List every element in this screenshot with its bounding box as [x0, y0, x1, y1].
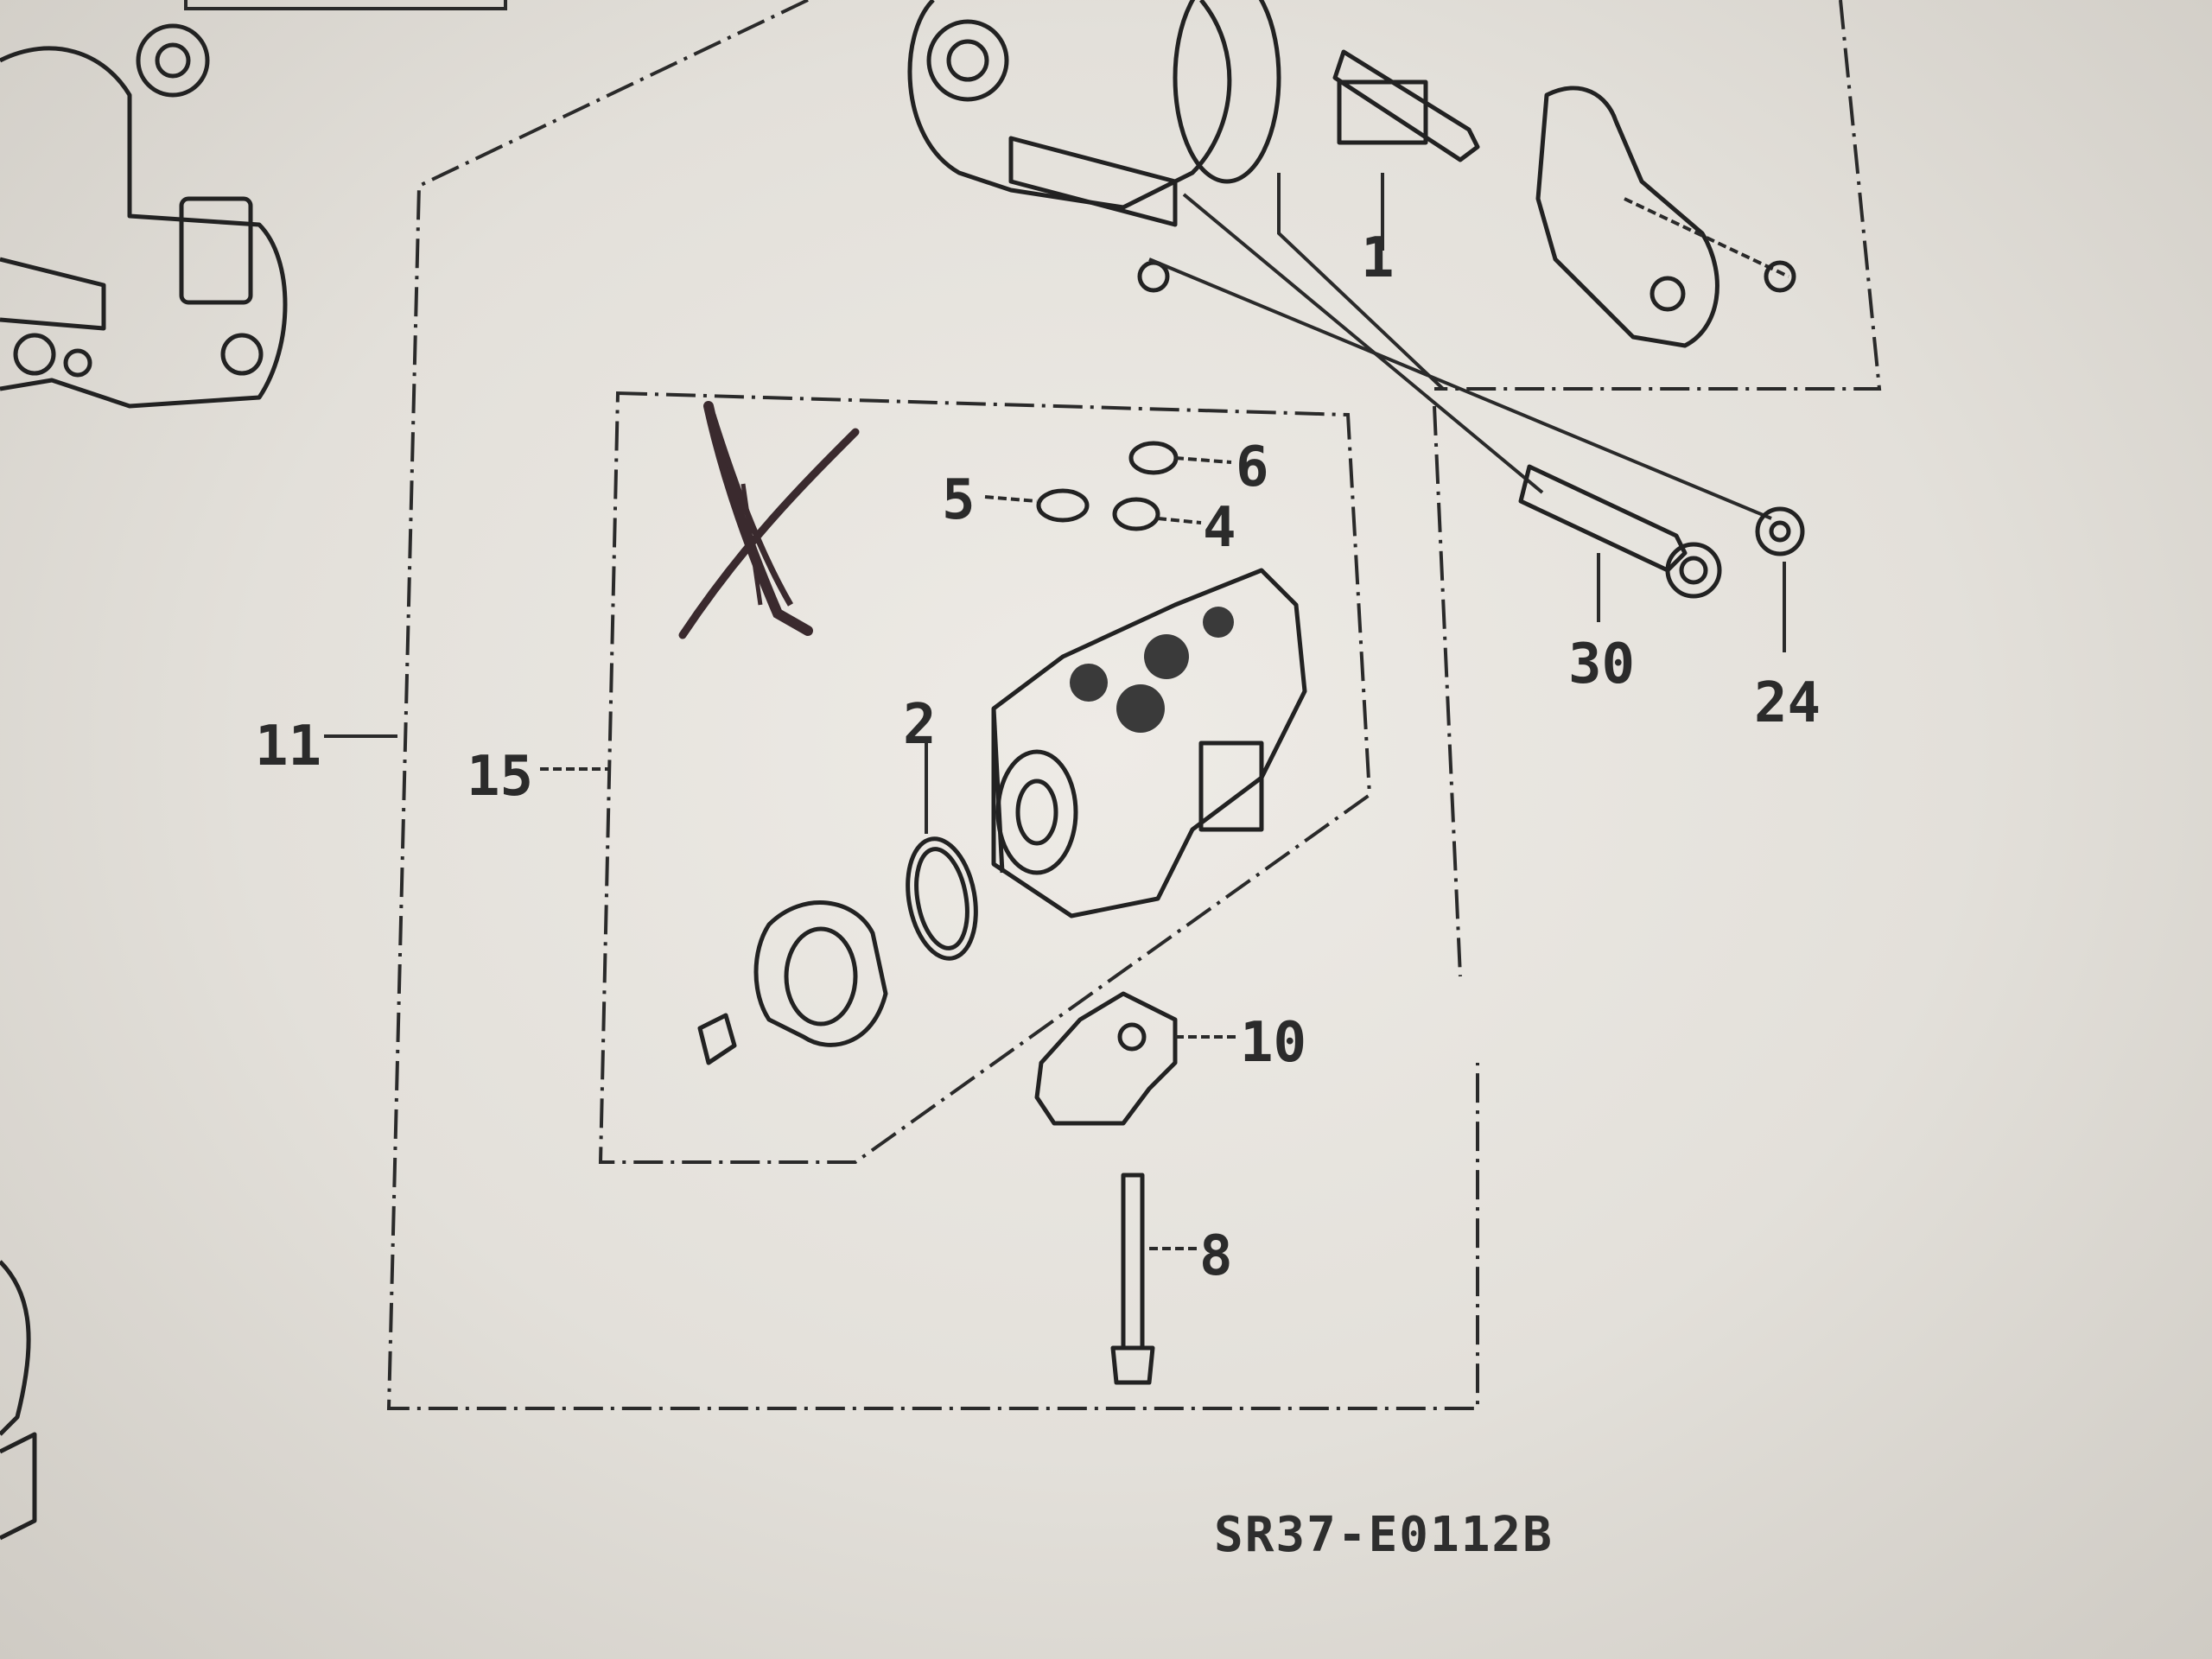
callout-4: 4	[1203, 496, 1236, 560]
valve-body	[991, 568, 1307, 918]
callout-24: 24	[1754, 671, 1821, 735]
leader-line-24	[1148, 257, 1772, 520]
throttle-body-top	[907, 0, 1281, 293]
ink-cross-out-mark	[678, 401, 860, 639]
leader-line-30	[1182, 193, 1544, 494]
o-ring-2	[906, 743, 978, 961]
upper-right-boundary	[1434, 0, 1882, 391]
assembly-boundary-11	[386, 0, 1479, 1410]
callout-30: 30	[1568, 632, 1635, 696]
callout-8: 8	[1199, 1224, 1233, 1288]
callout-15: 15	[467, 745, 533, 809]
small-screw	[697, 1013, 737, 1065]
callout-10: 10	[1240, 1011, 1306, 1075]
top-left-box-edge	[184, 0, 507, 10]
partial-part-bottom-left	[0, 1260, 37, 1541]
callout-11: 11	[255, 715, 321, 779]
callout-1: 1	[1361, 226, 1395, 290]
callout-5: 5	[942, 468, 976, 532]
lever-upper-right	[1535, 86, 1796, 348]
partial-assembly-left	[0, 23, 288, 409]
bolt-8	[1110, 1173, 1197, 1385]
small-parts-4-5-6	[984, 441, 1232, 531]
callout-6: 6	[1236, 435, 1269, 499]
subassembly-boundary-15	[598, 391, 1372, 1164]
figure-code: SR37-E0112B	[1214, 1507, 1554, 1563]
bracket-10	[1034, 991, 1236, 1126]
callout-2: 2	[903, 693, 937, 757]
part-1-shaft	[1332, 49, 1480, 251]
bracket-boundary	[1277, 173, 1445, 391]
flange-gasket	[753, 900, 888, 1047]
bolt-30	[1518, 464, 1722, 622]
nut-24	[1755, 506, 1805, 652]
boundary-right-segment	[1433, 405, 1462, 977]
